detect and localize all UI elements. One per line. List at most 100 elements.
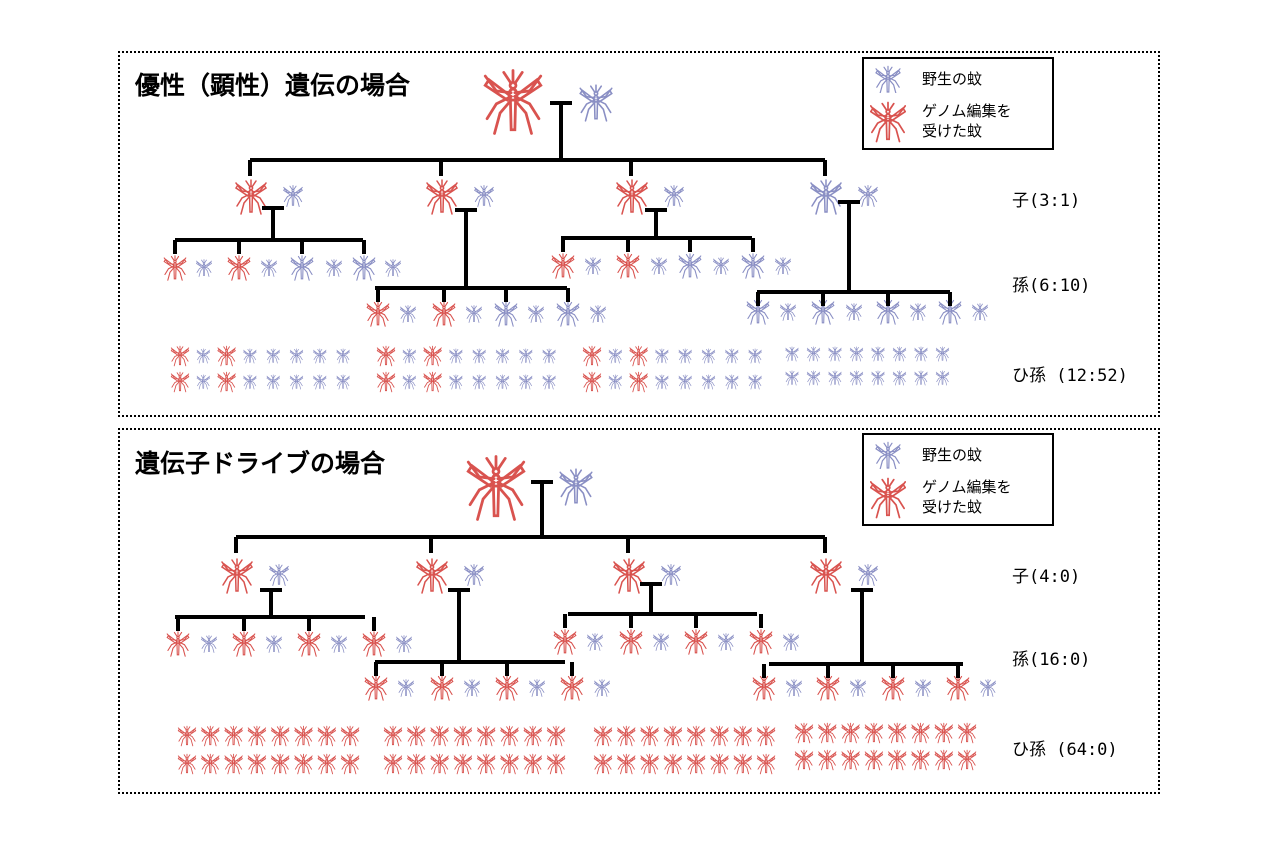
great-grandchild-mosquito [406,725,426,747]
grandchild-mosquito [914,679,932,697]
great-grandchild-mosquito [892,346,907,362]
great-grandchild-mosquito [794,722,814,744]
great-grandchild-mosquito [710,753,729,775]
great-grandchild-mosquito [828,370,842,386]
great-grandchild-mosquito [655,374,669,390]
great-grandchild-mosquito [177,725,197,747]
great-grandchild-mosquito [785,370,799,386]
great-grandchild-mosquito [200,725,220,747]
great-grandchild-mosquito [177,753,197,775]
grandchild-mosquito [619,629,643,655]
great-grandchild-mosquito [430,725,449,747]
mate-mosquito-wild [858,563,878,587]
great-grandchild-mosquito [640,753,659,775]
grandchild-mosquito [979,679,997,697]
grandchild-mosquito [774,257,792,275]
great-grandchild-mosquito [817,722,837,744]
great-grandchild-mosquito [911,749,930,771]
mosquito-icon-edited [870,101,906,143]
great-grandchild-mosquito [376,345,396,367]
great-grandchild-mosquito [247,753,267,775]
great-grandchild-mosquito [914,370,928,386]
grandchild-mosquito [741,253,765,279]
great-grandchild-mosquito [495,374,510,390]
grandchild-mosquito [163,255,187,281]
great-grandchild-mosquito [294,725,313,747]
grandchild-mosquito [384,259,402,277]
great-grandchild-mosquito [546,753,566,775]
grandchild-mosquito [397,679,415,697]
great-grandchild-mosquito [383,725,403,747]
great-grandchild-mosquito [582,345,602,367]
grandchild-mosquito [749,629,773,655]
tree-gene-drive [166,455,997,775]
great-grandchild-mosquito [430,753,449,775]
grandchild-mosquito [785,679,803,697]
great-grandchild-mosquito [748,374,762,390]
legend-item-wild: 野生の蚊 [870,65,982,93]
child-mosquito [220,558,254,594]
legend-text-wild-2: 野生の蚊 [922,446,983,464]
grandchild-mosquito [227,255,251,281]
great-grandchild-mosquito [217,345,236,367]
grandchild-mosquito [650,257,668,275]
child-mosquito [234,179,268,215]
great-grandchild-mosquito [616,725,636,747]
great-grandchild-mosquito [785,346,799,362]
great-grandchild-mosquito [828,346,842,362]
legend-text-wild: 野生の蚊 [922,70,983,88]
legend-text-edited-2: ゲノム編集を 受けた蚊 [922,478,1012,516]
child-mosquito [809,558,843,594]
great-grandchild-mosquito [806,370,821,386]
child-mosquito [415,558,449,594]
great-grandchild-mosquito [864,722,884,744]
mate-mosquito-wild [858,184,878,208]
grandchild-mosquito [463,679,481,697]
legend-item-edited: ゲノム編集を 受けた蚊 [870,99,1012,143]
great-grandchild-mosquito [593,725,613,747]
great-grandchild-mosquito [871,346,885,362]
grandchild-mosquito [971,303,989,321]
great-grandchild-mosquito [686,725,706,747]
great-grandchild-mosquito [500,753,519,775]
great-grandchild-mosquito [495,348,510,364]
great-grandchild-mosquito [725,348,739,364]
mosquito-icon-wild [875,441,901,469]
great-grandchild-mosquito [247,725,267,747]
parent-mosquito-wild [559,468,593,506]
grandchild-mosquito [553,629,577,655]
grandchild-mosquito [678,253,702,279]
great-grandchild-mosquito [340,753,360,775]
grandchild-mosquito [811,299,835,325]
great-grandchild-mosquito [317,725,337,747]
grandchild-mosquito [816,675,840,701]
mosquito-icon-edited [870,477,906,519]
great-grandchild-mosquito [935,346,950,362]
grandchild-mosquito [495,675,519,701]
grandchild-mosquito [849,679,867,697]
grandchild-mosquito [432,301,456,327]
mosquito-icon-wild [875,441,901,469]
great-grandchild-mosquito [313,348,327,364]
grandchild-mosquito [717,633,735,651]
tree-dominant [163,69,989,393]
great-grandchild-mosquito [887,722,907,744]
great-grandchild-mosquito [701,374,716,390]
great-grandchild-mosquito [640,725,659,747]
grandchild-mosquito [297,631,321,657]
grandchild-mosquito [362,631,386,657]
great-grandchild-mosquito [523,753,543,775]
great-grandchild-mosquito [817,749,837,771]
great-grandchild-mosquito [402,348,417,364]
mate-mosquito-wild [661,563,681,587]
mosquito-icon-wild [875,65,901,93]
great-grandchild-mosquito [806,346,821,362]
grandchild-mosquito [290,255,314,281]
great-grandchild-mosquito [655,348,669,364]
grandchild-mosquito [265,635,283,653]
great-grandchild-mosquito [336,374,350,390]
grandchild-mosquito [364,675,388,701]
grandchild-mosquito [881,675,905,701]
great-grandchild-mosquito [849,346,864,362]
